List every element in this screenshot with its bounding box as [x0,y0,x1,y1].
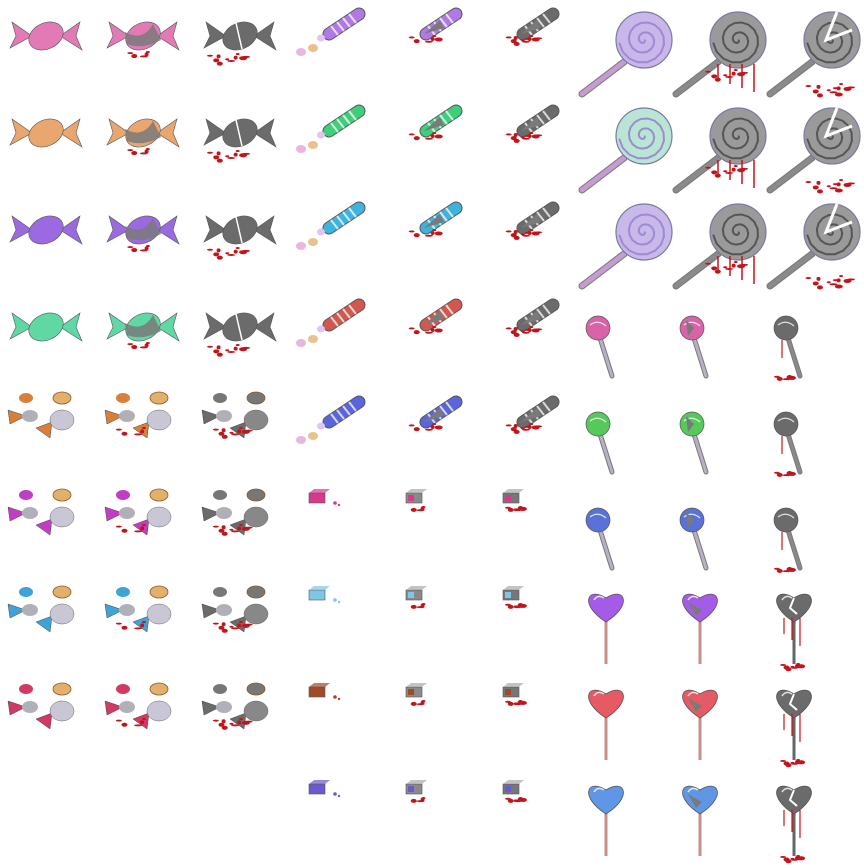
wrapped-candy-mint-damaged-sprite [106,312,180,350]
candy-cluster-blue-intact-sprite [7,585,75,633]
candy-cube-light-blue-destroyed-sprite [502,586,527,609]
swirl-lollipop-mint-destroyed-sprite [766,107,861,194]
wrapped-candy-pink-destroyed-sprite [203,21,277,66]
candy-cluster-orange-damaged-sprite [104,391,172,439]
wrapped-candy-pink-damaged-sprite [106,21,180,59]
round-lollipop-blue-intact-sprite [585,507,615,571]
round-lollipop-group [585,315,803,573]
candy-cluster-magenta-damaged-sprite [104,488,172,536]
round-lollipop-green-damaged-sprite [679,411,709,475]
candy-cube-brown-damaged-sprite [405,683,427,706]
candy-stick-green-destroyed-sprite [505,104,560,143]
heart-lollipop-red-destroyed-sprite [776,689,812,768]
candy-cluster-magenta-intact-sprite [7,488,75,536]
round-lollipop-green-intact-sprite [585,411,615,475]
candy-stick-blue-destroyed-sprite [505,395,560,434]
candy-cluster-orange-destroyed-sprite [201,391,269,439]
candy-stick-blue-damaged-sprite [408,395,463,432]
heart-lollipop-blue-damaged-sprite [682,785,718,856]
candy-stick-cyan-destroyed-sprite [505,201,560,240]
candy-cube-light-blue-intact-sprite [308,586,341,604]
candy-stick-group [296,7,560,444]
round-lollipop-blue-damaged-sprite [679,507,709,571]
candy-cluster-blue-destroyed-sprite [201,585,269,633]
candy-cluster-crimson-destroyed-sprite [201,682,269,730]
wrapped-candy-group [9,21,277,357]
swirl-lollipop-lavender-intact-sprite [578,11,673,98]
heart-lollipop-blue-intact-sprite [588,785,624,856]
swirl-lollipop-lilac-damaged-sprite [672,203,767,290]
wrapped-candy-mint-intact-sprite [9,312,83,342]
candy-cube-indigo-intact-sprite [308,780,341,798]
candy-cube-brown-intact-sprite [308,683,341,701]
swirl-lollipop-lavender-damaged-sprite [672,11,767,98]
candy-stick-green-damaged-sprite [408,104,463,141]
swirl-lollipop-mint-damaged-sprite [672,107,767,194]
candy-cube-group [308,489,527,803]
heart-lollipop-violet-intact-sprite [588,593,624,664]
candy-stick-purple-damaged-sprite [408,7,463,44]
candy-cluster-crimson-intact-sprite [7,682,75,730]
candy-cluster-group [7,391,269,730]
candy-stick-purple-intact-sprite [296,7,366,56]
candy-stick-purple-destroyed-sprite [505,7,560,46]
candy-stick-cyan-damaged-sprite [408,201,463,238]
candy-cube-light-blue-damaged-sprite [405,586,427,609]
wrapped-candy-purple-damaged-sprite [106,215,180,253]
candy-cluster-magenta-destroyed-sprite [201,488,269,536]
candy-cube-brown-destroyed-sprite [502,683,527,706]
swirl-lollipop-mint-intact-sprite [578,107,673,194]
round-lollipop-blue-destroyed-sprite [773,507,803,573]
swirl-lollipop-lavender-destroyed-sprite [766,11,861,98]
wrapped-candy-purple-destroyed-sprite [203,215,277,260]
round-lollipop-green-destroyed-sprite [773,411,803,477]
candy-stick-blue-intact-sprite [296,395,366,444]
candy-cube-pink-damaged-sprite [405,489,427,512]
candy-stick-cyan-intact-sprite [296,201,366,250]
candy-stick-red-destroyed-sprite [505,298,560,337]
swirl-lollipop-lilac-destroyed-sprite [766,203,861,290]
heart-lollipop-group [588,593,812,864]
wrapped-candy-pink-intact-sprite [9,21,83,51]
wrapped-candy-orange-destroyed-sprite [203,118,277,163]
heart-lollipop-blue-destroyed-sprite [776,785,812,864]
candy-cube-indigo-damaged-sprite [405,780,427,803]
heart-lollipop-red-intact-sprite [588,689,624,760]
swirl-lollipop-lilac-intact-sprite [578,203,673,290]
swirl-lollipop-group [578,11,861,290]
round-lollipop-pink-intact-sprite [585,315,615,379]
candy-cube-indigo-destroyed-sprite [502,780,527,803]
candy-stick-red-intact-sprite [296,298,366,347]
candy-stick-red-damaged-sprite [408,298,463,335]
heart-lollipop-violet-destroyed-sprite [776,593,812,672]
candy-cluster-crimson-damaged-sprite [104,682,172,730]
wrapped-candy-orange-intact-sprite [9,118,83,148]
round-lollipop-pink-damaged-sprite [679,315,709,379]
candy-cube-pink-destroyed-sprite [502,489,527,512]
wrapped-candy-orange-damaged-sprite [106,118,180,156]
candy-cluster-blue-damaged-sprite [104,585,172,633]
wrapped-candy-purple-intact-sprite [9,215,83,245]
heart-lollipop-violet-damaged-sprite [682,593,718,664]
wrapped-candy-mint-destroyed-sprite [203,312,277,357]
heart-lollipop-red-damaged-sprite [682,689,718,760]
candy-cube-pink-intact-sprite [308,489,341,507]
candy-stick-green-intact-sprite [296,104,366,153]
candy-cluster-orange-intact-sprite [7,391,75,439]
round-lollipop-pink-destroyed-sprite [773,315,803,381]
